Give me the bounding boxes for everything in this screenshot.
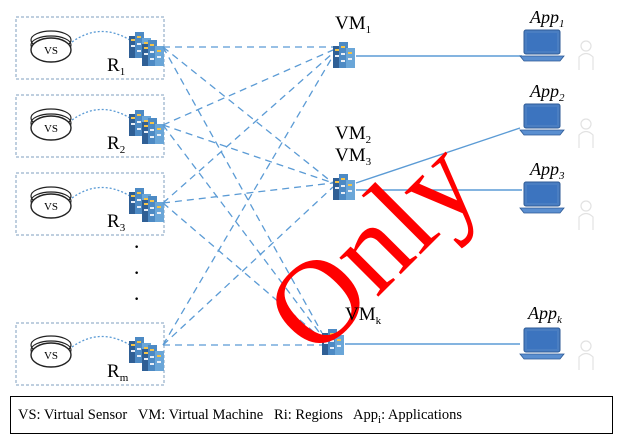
app-label-1: App1 — [530, 7, 565, 30]
vs-label-m: VS — [43, 350, 59, 362]
legend-vs: VS: Virtual Sensor — [18, 407, 128, 423]
mesh-link-r3-vmk — [162, 202, 323, 340]
mesh-link-r1-vm3 — [162, 46, 334, 184]
virtual-sensor-icon-2 — [30, 108, 72, 141]
ellipsis-dot-1: · — [133, 234, 141, 259]
vm-label-3: VM3 — [335, 145, 372, 168]
mesh-link-r1-vmk — [162, 46, 323, 334]
virtual-sensor-icon-1 — [30, 30, 72, 63]
mesh-link-r3-vm3 — [162, 182, 334, 204]
mesh-link-r2-vmk — [162, 124, 323, 337]
user-icon-3 — [578, 200, 594, 231]
user-icon-1 — [578, 40, 594, 71]
laptop-icon-k — [519, 327, 565, 360]
legend-ri: Ri: Regions — [274, 407, 343, 423]
mesh-link-r2-vm1 — [162, 49, 334, 126]
vm-server-icon-1 — [333, 42, 355, 68]
legend-vm: VM: Virtual Machine — [137, 407, 264, 423]
ellipsis-dot-3: · — [133, 286, 141, 311]
user-icon-2 — [578, 118, 594, 149]
laptop-icon-1 — [519, 29, 565, 62]
legend-box: VS: Virtual Sensor VM: Virtual Machine R… — [10, 396, 613, 434]
app-label-k: Appk — [528, 303, 562, 326]
vs-label-3: VS — [43, 201, 59, 213]
vs-label-2: VS — [43, 123, 59, 135]
laptop-icon-3 — [519, 181, 565, 214]
user-icon-k — [578, 340, 594, 371]
mesh-link-rm-vm3 — [162, 186, 334, 346]
region-label-1: R1 — [107, 55, 126, 78]
region-label-3: R3 — [107, 211, 126, 234]
virtual-sensor-icon-3 — [30, 186, 72, 219]
app-label-2: App2 — [530, 81, 565, 104]
region-label-2: R2 — [107, 133, 126, 156]
virtual-sensor-icon-m — [30, 335, 72, 368]
mesh-link-r3-vm1 — [162, 52, 334, 204]
mesh-link-rm-vm1 — [162, 55, 334, 346]
sensor-link-3 — [71, 186, 131, 199]
ellipsis-dot-2: · — [133, 260, 141, 285]
mesh-link-r2-vm3 — [162, 124, 334, 184]
laptop-icon-2 — [519, 103, 565, 136]
legend-app: Appi: Applications — [353, 407, 463, 426]
region-label-m: Rm — [107, 361, 129, 384]
vm-label-k: VMk — [345, 304, 382, 327]
sensor-link-m — [71, 335, 131, 348]
app-link-2 — [355, 127, 521, 184]
vm-label-2: VM2 — [335, 123, 372, 146]
watermark-text: Only — [239, 114, 503, 378]
app-label-3: App3 — [530, 159, 565, 182]
sensor-link-2 — [71, 108, 131, 121]
vs-label-1: VS — [43, 45, 59, 57]
vm-label-1: VM1 — [335, 13, 372, 36]
sensor-link-1 — [71, 30, 131, 43]
